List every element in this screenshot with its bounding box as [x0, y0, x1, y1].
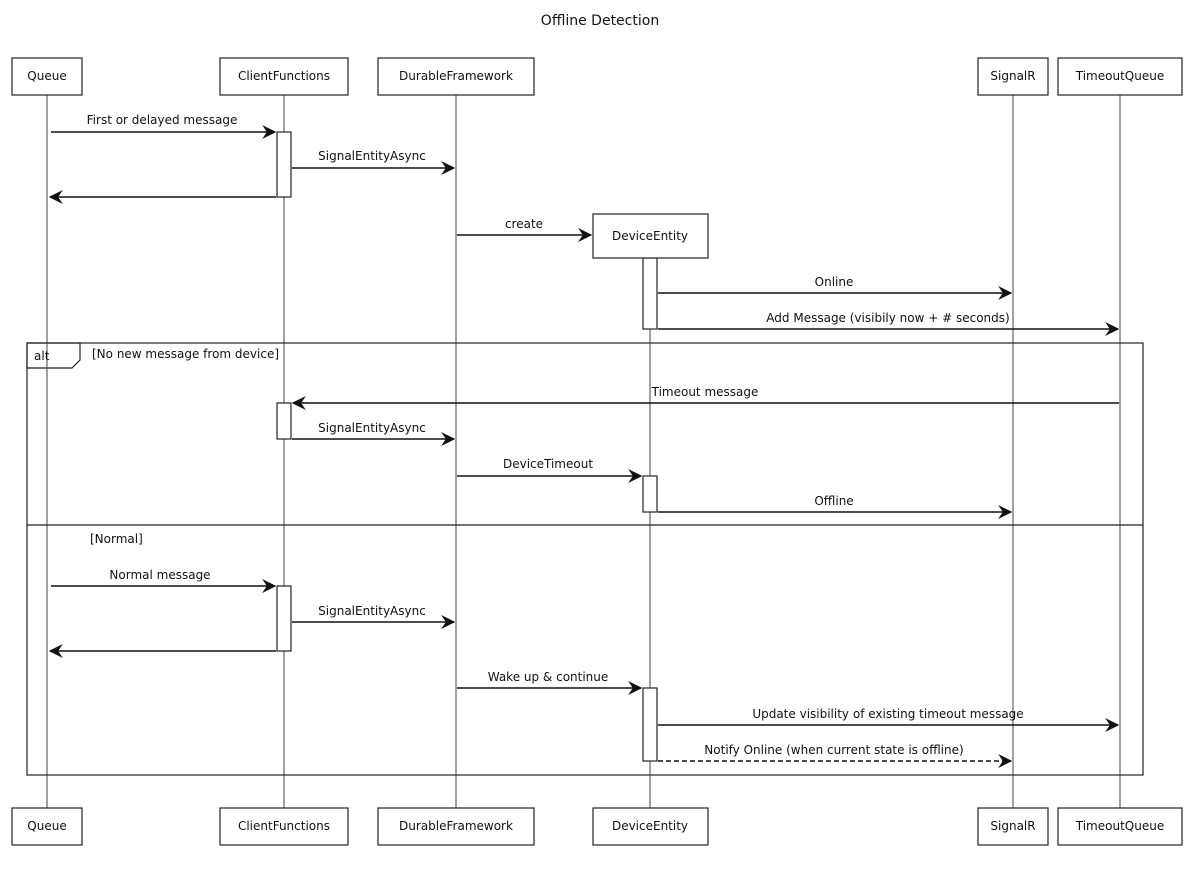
participant-durableframework: DurableFramework	[377, 57, 535, 96]
message-label: Wake up & continue	[488, 670, 609, 684]
message-label: create	[505, 217, 543, 231]
activation-clientfunctions	[276, 402, 292, 440]
participant-deviceentity: DeviceEntity	[592, 807, 709, 846]
participant-clientfunctions: ClientFunctions	[219, 807, 349, 846]
participant-label: DurableFramework	[399, 69, 513, 83]
participant-label: TimeoutQueue	[1075, 69, 1164, 83]
activation-clientfunctions	[276, 585, 292, 652]
activation-deviceentity	[642, 257, 658, 330]
message-label: SignalEntityAsync	[318, 604, 426, 618]
message-label: SignalEntityAsync	[318, 421, 426, 435]
participant-deviceentity: DeviceEntity	[592, 213, 709, 259]
participant-label: SignalR	[990, 819, 1035, 833]
participant-label: Queue	[27, 819, 66, 833]
participant-label: DeviceEntity	[612, 229, 688, 243]
activation-deviceentity	[642, 475, 658, 513]
messages: First or delayed message SignalEntityAsy…	[48, 113, 1120, 768]
participant-signalr: SignalR	[977, 57, 1049, 96]
participant-label: DeviceEntity	[612, 819, 688, 833]
activation-clientfunctions	[276, 131, 292, 198]
message-label: Update visibility of existing timeout me…	[752, 707, 1023, 721]
participant-signalr: SignalR	[977, 807, 1049, 846]
participant-boxes-top: Queue ClientFunctions DurableFramework D…	[11, 57, 1183, 259]
participant-queue: Queue	[11, 57, 83, 96]
participant-timeoutqueue: TimeoutQueue	[1057, 57, 1183, 96]
alt-keyword: alt	[34, 349, 50, 363]
message-label: DeviceTimeout	[503, 457, 593, 471]
alt-condition-no-new-message: [No new message from device]	[92, 347, 279, 361]
activations	[276, 131, 658, 762]
participant-label: SignalR	[990, 69, 1035, 83]
alt-condition-normal: [Normal]	[90, 532, 143, 546]
participant-label: ClientFunctions	[238, 69, 330, 83]
message-label: Normal message	[109, 568, 210, 582]
message-label: First or delayed message	[87, 113, 238, 127]
message-label: SignalEntityAsync	[318, 149, 426, 163]
participant-label: ClientFunctions	[238, 819, 330, 833]
lifelines	[46, 95, 1121, 808]
participant-boxes-bottom: Queue ClientFunctions DurableFramework D…	[11, 807, 1183, 846]
activation-deviceentity	[642, 687, 658, 762]
message-label: Offline	[814, 494, 853, 508]
alt-frame-border	[26, 342, 1144, 776]
participant-label: DurableFramework	[399, 819, 513, 833]
message-label: Notify Online (when current state is off…	[704, 743, 963, 757]
participant-durableframework: DurableFramework	[377, 807, 535, 846]
alt-frame-tab	[26, 342, 81, 369]
participant-timeoutqueue: TimeoutQueue	[1057, 807, 1183, 846]
message-label: Online	[815, 275, 854, 289]
message-label: Timeout message	[651, 385, 759, 399]
participant-clientfunctions: ClientFunctions	[219, 57, 349, 96]
message-label: Add Message (visibily now + # seconds)	[766, 311, 1009, 325]
participant-label: TimeoutQueue	[1075, 819, 1164, 833]
participant-queue: Queue	[11, 807, 83, 846]
alt-frame: alt [No new message from device] [Normal…	[26, 342, 1144, 776]
diagram-title: Offline Detection	[541, 13, 659, 29]
participant-label: Queue	[27, 69, 66, 83]
